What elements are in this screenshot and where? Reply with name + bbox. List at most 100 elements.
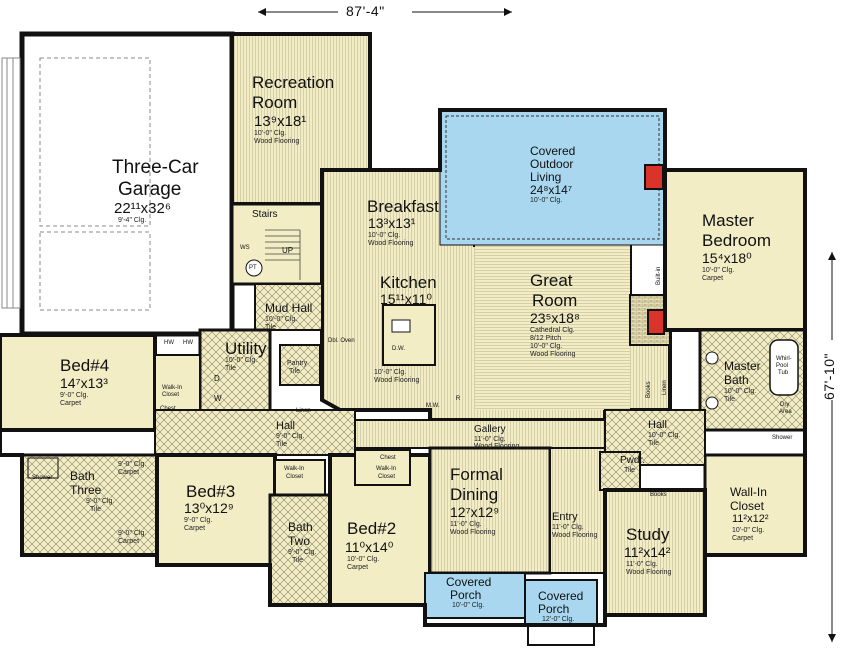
great-room-clg1: Cathedral Clg. xyxy=(530,327,575,334)
porch-right-clg: 12'-0" Clg. xyxy=(542,616,575,623)
master-closet-name-2: Closet xyxy=(730,499,765,513)
bed4-floor: Carpet xyxy=(60,400,82,407)
bed3-closet-2: Closet xyxy=(286,474,304,480)
powder-floor xyxy=(599,451,641,491)
utility-hw2: HW xyxy=(183,340,193,346)
utility-d: D xyxy=(214,374,220,383)
bed4-dim: 14⁷x13³ xyxy=(60,375,108,391)
study-clg: 11'-0" Clg. xyxy=(626,561,658,568)
garage-floor xyxy=(19,31,235,337)
kitchen-name: Kitchen xyxy=(380,273,437,292)
great-room-fireplace xyxy=(647,309,665,335)
porch-left-clg: 10'-0" Clg. xyxy=(452,602,485,609)
great-room-dim: 23⁵x18⁸ xyxy=(530,310,580,326)
outdoor-clg: 10'-0" Clg. xyxy=(530,197,563,204)
outdoor-fireplace xyxy=(644,164,664,190)
kitchen-clg: 10'-0" Clg. xyxy=(374,369,407,376)
bed2-dim: 11⁰x14⁰ xyxy=(345,539,394,555)
great-room-clg3: 10'-0" Clg. xyxy=(530,343,563,350)
recreation-name-2: Room xyxy=(252,93,298,112)
bed2-closet xyxy=(354,449,411,486)
books-label: Books xyxy=(646,381,652,398)
master-closet-clg: 10'-0" Clg. xyxy=(732,527,765,534)
garage-dim: 22¹¹x32⁶ xyxy=(114,200,172,217)
master-bath-floor: Tile xyxy=(724,396,736,403)
dimension-width xyxy=(258,8,512,16)
porch-left xyxy=(424,572,526,619)
breakfast-dim: 13³x13¹ xyxy=(368,215,416,231)
garage-name-2: Garage xyxy=(118,179,182,200)
bath3-floor: Tile xyxy=(90,506,102,513)
mud-hall-floor xyxy=(254,283,323,331)
outdoor-name-2: Outdoor xyxy=(530,157,574,171)
recreation-dim: 13⁹x18¹ xyxy=(254,113,307,130)
utility-floor: Tile xyxy=(225,365,237,372)
kitchen-r: R xyxy=(456,396,461,402)
master-closet-floor: Carpet xyxy=(732,535,754,542)
whirlpool-tub xyxy=(769,339,799,396)
mud-hall-floor: Tile xyxy=(265,324,277,331)
bed2-floor: Carpet xyxy=(347,564,369,571)
bed4-clg: 9'-0" Clg. xyxy=(60,392,89,399)
master-bath-name-2: Bath xyxy=(724,373,749,387)
pantry-floor: Tile xyxy=(289,368,301,375)
tub-label-3: Tub xyxy=(778,370,789,376)
bed4-chest: Chest xyxy=(160,406,176,412)
utility-w: W xyxy=(214,394,222,403)
breakfast-floor: Wood Flooring xyxy=(368,240,414,247)
entry-floor xyxy=(549,447,606,574)
bed2-clg: 10'-0" Clg. xyxy=(347,556,380,563)
porch-left-name: Covered xyxy=(446,575,492,589)
bath3-clg: 9'-0" Clg. xyxy=(86,498,115,505)
bath3-name: Bath xyxy=(70,469,95,483)
bed2-closet-1: Walk-In xyxy=(376,466,397,472)
master-closet-name: Wall-In xyxy=(730,485,767,499)
formal-dining-name: Formal xyxy=(450,465,503,484)
gallery-floor xyxy=(354,419,606,449)
utility-hw1: HW xyxy=(164,340,174,346)
hall-right-name: Hall xyxy=(648,419,667,431)
bath2-name: Bath xyxy=(288,520,313,534)
pantry-name: Pantry xyxy=(287,360,308,367)
bed4-closet-1: Walk-In xyxy=(162,385,183,391)
bed3-closet-1: Walk-In xyxy=(284,466,305,472)
study-floor xyxy=(603,488,707,617)
outdoor-dim: 24⁸x14⁷ xyxy=(530,183,573,197)
bath3-vanity2-clg: 9'-0" Clg. xyxy=(118,530,147,537)
breakfast-clg: 10'-0" Clg. xyxy=(368,232,401,239)
recreation-floor: Wood Flooring xyxy=(254,138,300,145)
kitchen-dim: 15¹¹x11⁰ xyxy=(380,291,433,307)
bed2-closet-2: Closet xyxy=(378,474,396,480)
bath3-shower: Shower xyxy=(32,475,53,481)
bed2-name: Bed#2 xyxy=(347,519,397,538)
garage-name: Three-Car xyxy=(112,157,199,178)
breakfast-name: Breakfast xyxy=(367,197,439,216)
formal-dining-clg: 11'-0" Clg. xyxy=(450,521,482,528)
stairs-up: UP xyxy=(282,246,294,255)
linen-left: Linen xyxy=(296,408,311,414)
dimension-depth xyxy=(828,252,836,642)
builtin-label: Built-in xyxy=(656,266,662,285)
mud-hall-clg: 10'-0" Clg. xyxy=(265,316,298,323)
bed4-closet-2: Closet xyxy=(162,392,180,398)
recreation-name: Recreation xyxy=(252,73,335,92)
great-room-floor xyxy=(475,245,630,410)
porch-left-name-2: Porch xyxy=(450,588,482,602)
kitchen-oven: Dbl. Oven xyxy=(328,338,355,344)
outdoor-living-floor xyxy=(439,109,666,246)
bed3-floor xyxy=(155,453,277,567)
tub-label-2: Pool xyxy=(776,363,789,369)
recreation-clg: 10'-0" Clg. xyxy=(254,130,287,137)
utility-name: Utility xyxy=(225,339,267,358)
study-dim: 11²x14² xyxy=(624,544,671,560)
bath2-name-2: Two xyxy=(288,534,311,548)
porch-right-name: Covered xyxy=(538,589,584,603)
stairs-pt: PT xyxy=(249,265,257,271)
master-bath-clg: 10'-0" Clg. xyxy=(724,388,757,395)
hall-left-floor: Tile xyxy=(276,441,288,448)
outdoor-name: Covered xyxy=(530,144,576,158)
bed3-clg: 9'-0" Clg. xyxy=(184,517,213,524)
stair-treads xyxy=(265,229,301,280)
great-room-name: Great xyxy=(530,271,573,290)
